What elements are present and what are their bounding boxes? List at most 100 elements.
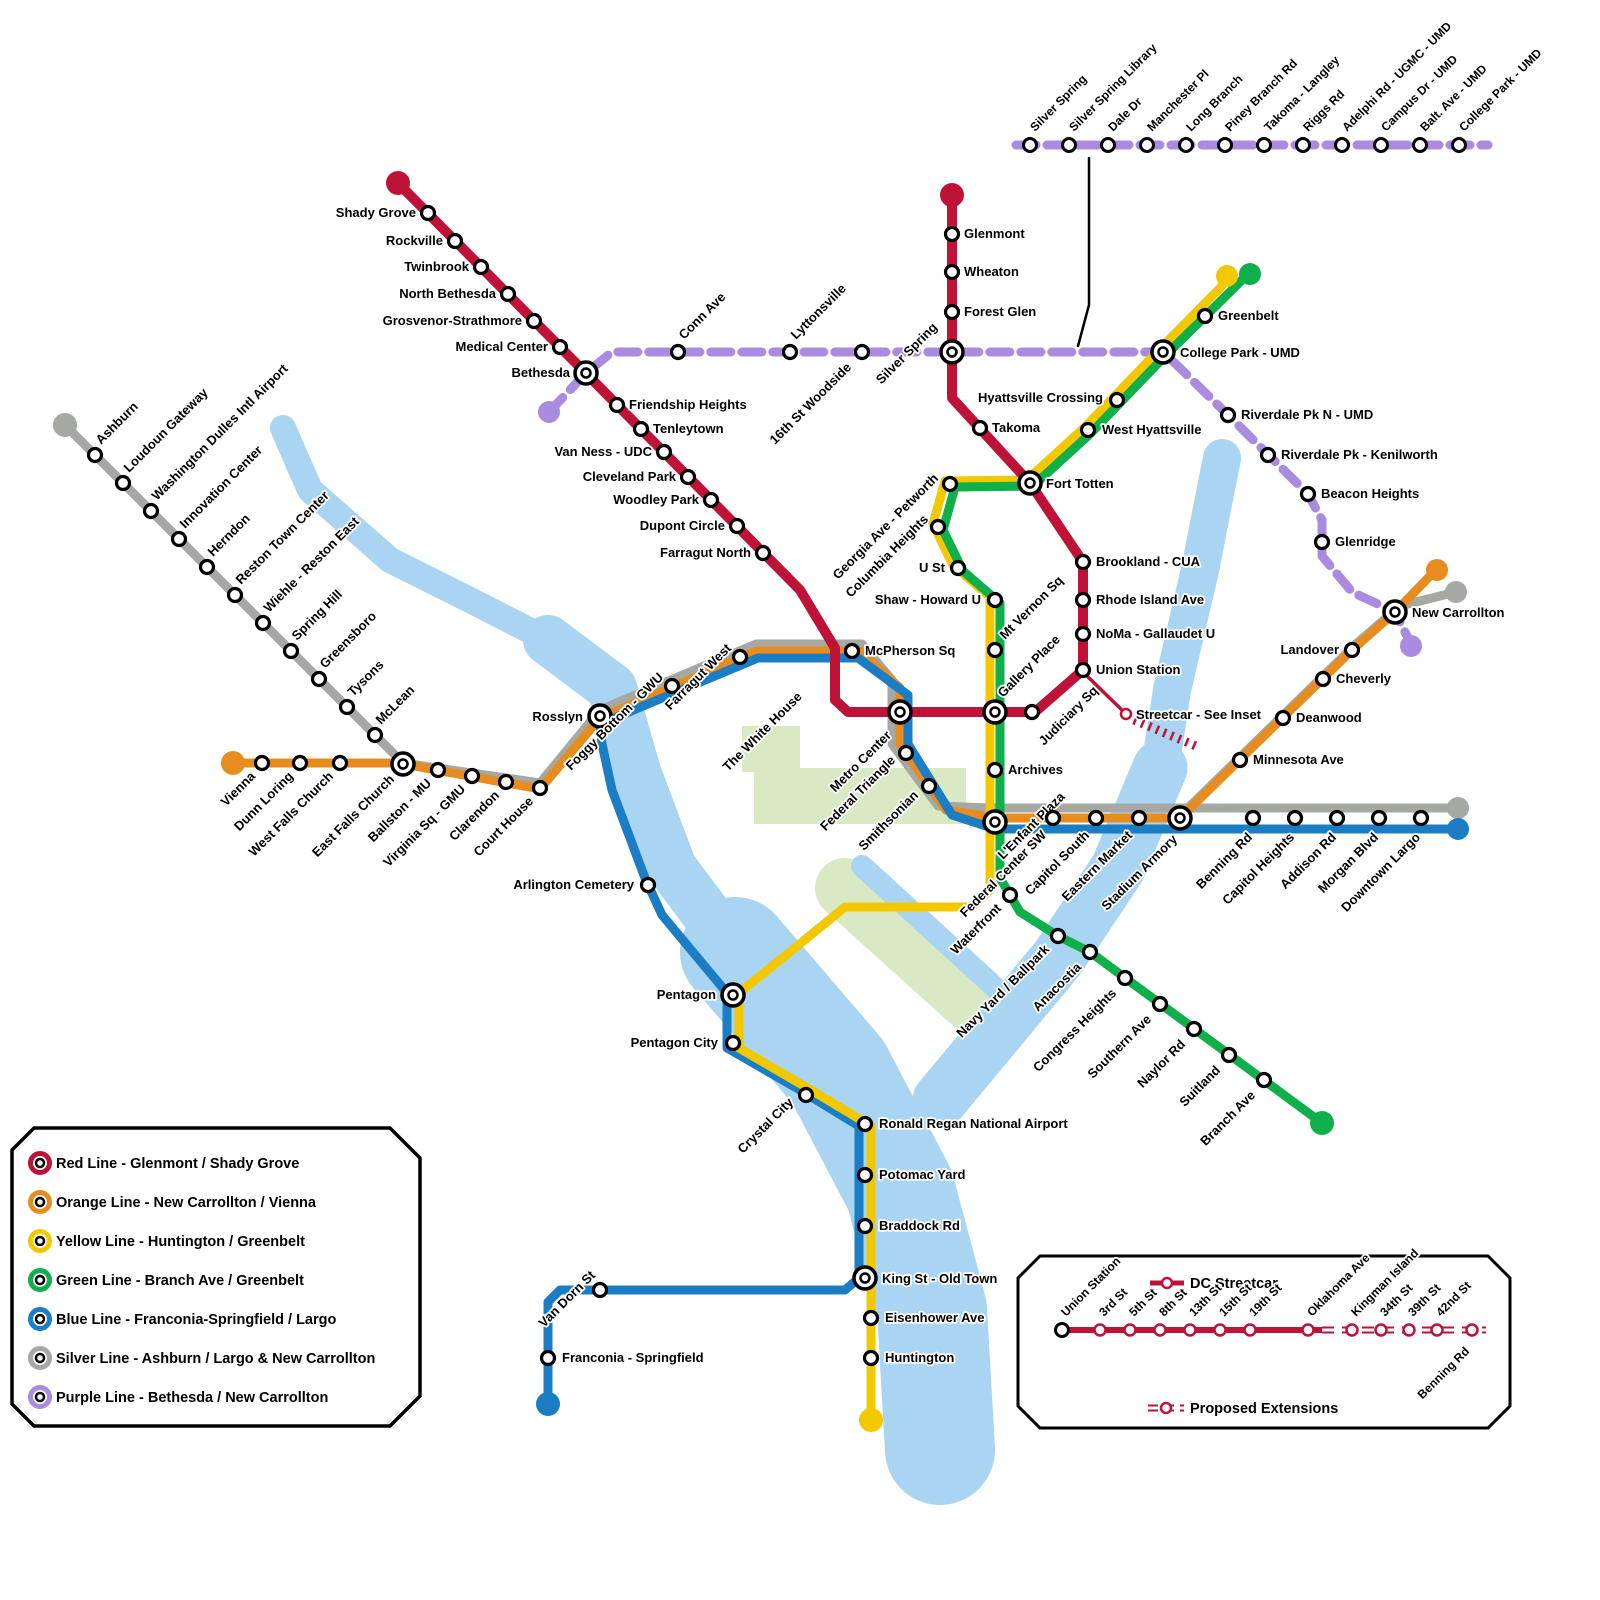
transfer-station-marker-inner xyxy=(946,346,958,358)
station-label: Branch Ave xyxy=(1197,1088,1258,1149)
station-riverdale-pk-kenilworth: Riverdale Pk - Kenilworth xyxy=(1259,445,1440,464)
station-marker xyxy=(941,475,959,493)
station-label: Riverdale Pk N - UMD xyxy=(1241,407,1373,422)
river xyxy=(270,415,561,653)
station-marker xyxy=(282,642,300,660)
station-marker xyxy=(1023,703,1041,721)
station-label: Archives xyxy=(1008,762,1063,777)
station-label: Takoma xyxy=(992,420,1041,435)
strip-station-college-park-umd: College Park - UMD xyxy=(1451,44,1546,153)
station-marker xyxy=(856,1115,874,1133)
station-shady-grove: Shady Grove xyxy=(334,203,437,222)
legend-item-label: Orange Line - New Carrollton / Vienna xyxy=(56,1195,317,1211)
station-marker xyxy=(608,396,626,414)
station-marker xyxy=(1274,709,1292,727)
station-marker xyxy=(943,225,961,243)
strip-callout-line xyxy=(1076,156,1091,348)
terminal-dot-purple xyxy=(1400,635,1422,657)
station-label: Capitol Heights xyxy=(1219,830,1297,908)
water-layer xyxy=(270,415,1241,1505)
station-label: McPherson Sq xyxy=(865,643,955,658)
station-marker xyxy=(1220,1046,1238,1064)
station-label: Gallery Place xyxy=(995,632,1063,700)
legend: Red Line - Glenmont / Shady GroveOrange … xyxy=(10,1126,422,1428)
station-pentagon-city: Pentagon City xyxy=(629,1033,742,1052)
station-landover: Landover xyxy=(1279,640,1361,659)
station-marker xyxy=(1185,1020,1203,1038)
station-marker xyxy=(226,586,244,604)
station-label: Cleveland Park xyxy=(583,469,677,484)
station-cheverly: Cheverly xyxy=(1314,669,1393,688)
terminal-dot-orange xyxy=(221,751,245,775)
station-marker xyxy=(986,641,1004,659)
station-label: Beacon Heights xyxy=(1321,486,1419,501)
station-marker xyxy=(419,204,437,222)
station-marker xyxy=(1328,809,1346,827)
station-marker xyxy=(1370,809,1388,827)
station-label: Rockville xyxy=(386,233,443,248)
station-label: Pentagon xyxy=(657,987,716,1002)
transfer-station-marker-inner xyxy=(859,1272,871,1284)
station-dupont-circle: Dupont Circle xyxy=(638,516,746,535)
station-label: Piney Branch Rd xyxy=(1222,56,1300,134)
legend-line-icon-inner xyxy=(34,1313,46,1325)
station-marker xyxy=(943,263,961,281)
station-marker xyxy=(1108,391,1126,409)
station-takoma: Takoma xyxy=(971,418,1043,437)
station-label: Dale Dr xyxy=(1105,94,1145,134)
station-suitland: Suitland xyxy=(1175,1046,1238,1111)
station-archives: Archives xyxy=(986,760,1065,779)
station-marker xyxy=(1255,1071,1273,1089)
station-new-carrollton: New Carrollton xyxy=(1382,599,1506,625)
legend-line-icon-inner xyxy=(34,1157,46,1169)
station-marker xyxy=(1061,137,1077,153)
station-marker xyxy=(86,446,104,464)
station-marker xyxy=(1087,809,1105,827)
station-label: Fort Totten xyxy=(1046,476,1114,491)
terminal-dot-red xyxy=(940,183,964,207)
station-marker xyxy=(1373,137,1389,153)
station-marker xyxy=(949,559,967,577)
station-marker xyxy=(1259,446,1277,464)
station-marker xyxy=(862,1349,880,1367)
station-label: Glenmont xyxy=(964,226,1025,241)
station-label: Conn Ave xyxy=(676,289,729,342)
station-label: Ronald Regan National Airport xyxy=(879,1116,1068,1131)
station-marker xyxy=(429,761,447,779)
station-label: Union Station xyxy=(1096,662,1181,677)
legend-item-red: Red Line - Glenmont / Shady Grove xyxy=(28,1151,299,1175)
legend-item-label: Red Line - Glenmont / Shady Grove xyxy=(56,1156,299,1172)
station-label: McLean xyxy=(373,682,418,727)
station-label: Friendship Heights xyxy=(629,397,747,412)
station-label: NoMa - Gallaudet U xyxy=(1096,626,1215,641)
station-marker xyxy=(728,517,746,535)
station-marker xyxy=(1219,406,1237,424)
legend-line-icon-inner xyxy=(34,1235,46,1247)
station-label: Potomac Yard xyxy=(879,1167,966,1182)
legend-item-label: Yellow Line - Huntington / Greenbelt xyxy=(56,1234,305,1250)
station-marker xyxy=(943,303,961,321)
station-label: Crystal City xyxy=(734,1094,796,1156)
station-marker xyxy=(897,744,915,762)
streetcar-station-marker xyxy=(1301,1323,1315,1337)
station-noma-gallaudet-u: NoMa - Gallaudet U xyxy=(1074,624,1217,643)
station-marker xyxy=(170,530,188,548)
park-area xyxy=(742,726,800,772)
station-union-station: Union Station xyxy=(1074,660,1182,679)
transfer-station-marker-inner xyxy=(894,706,906,718)
station-twinbrook: Twinbrook xyxy=(402,257,490,276)
station-rosslyn: Rosslyn xyxy=(531,703,613,729)
station-label: Hyattsville Crossing xyxy=(978,390,1103,405)
station-marker xyxy=(920,777,938,795)
station-medical-center: Medical Center xyxy=(454,337,569,356)
station-label: New Carrollton xyxy=(1412,605,1505,620)
station-streetcar-see-inset: Streetcar - See Inset xyxy=(1119,705,1263,724)
legend-item-blue: Blue Line - Franconia-Springfield / Larg… xyxy=(28,1307,336,1331)
transfer-station-marker-inner xyxy=(989,706,1001,718)
streetcar-station-marker xyxy=(1345,1323,1359,1337)
streetcar-station-marker xyxy=(1243,1323,1257,1337)
station-marker xyxy=(632,420,650,438)
station-woodley-park: Woodley Park xyxy=(612,490,720,509)
station-marker xyxy=(862,1309,880,1327)
